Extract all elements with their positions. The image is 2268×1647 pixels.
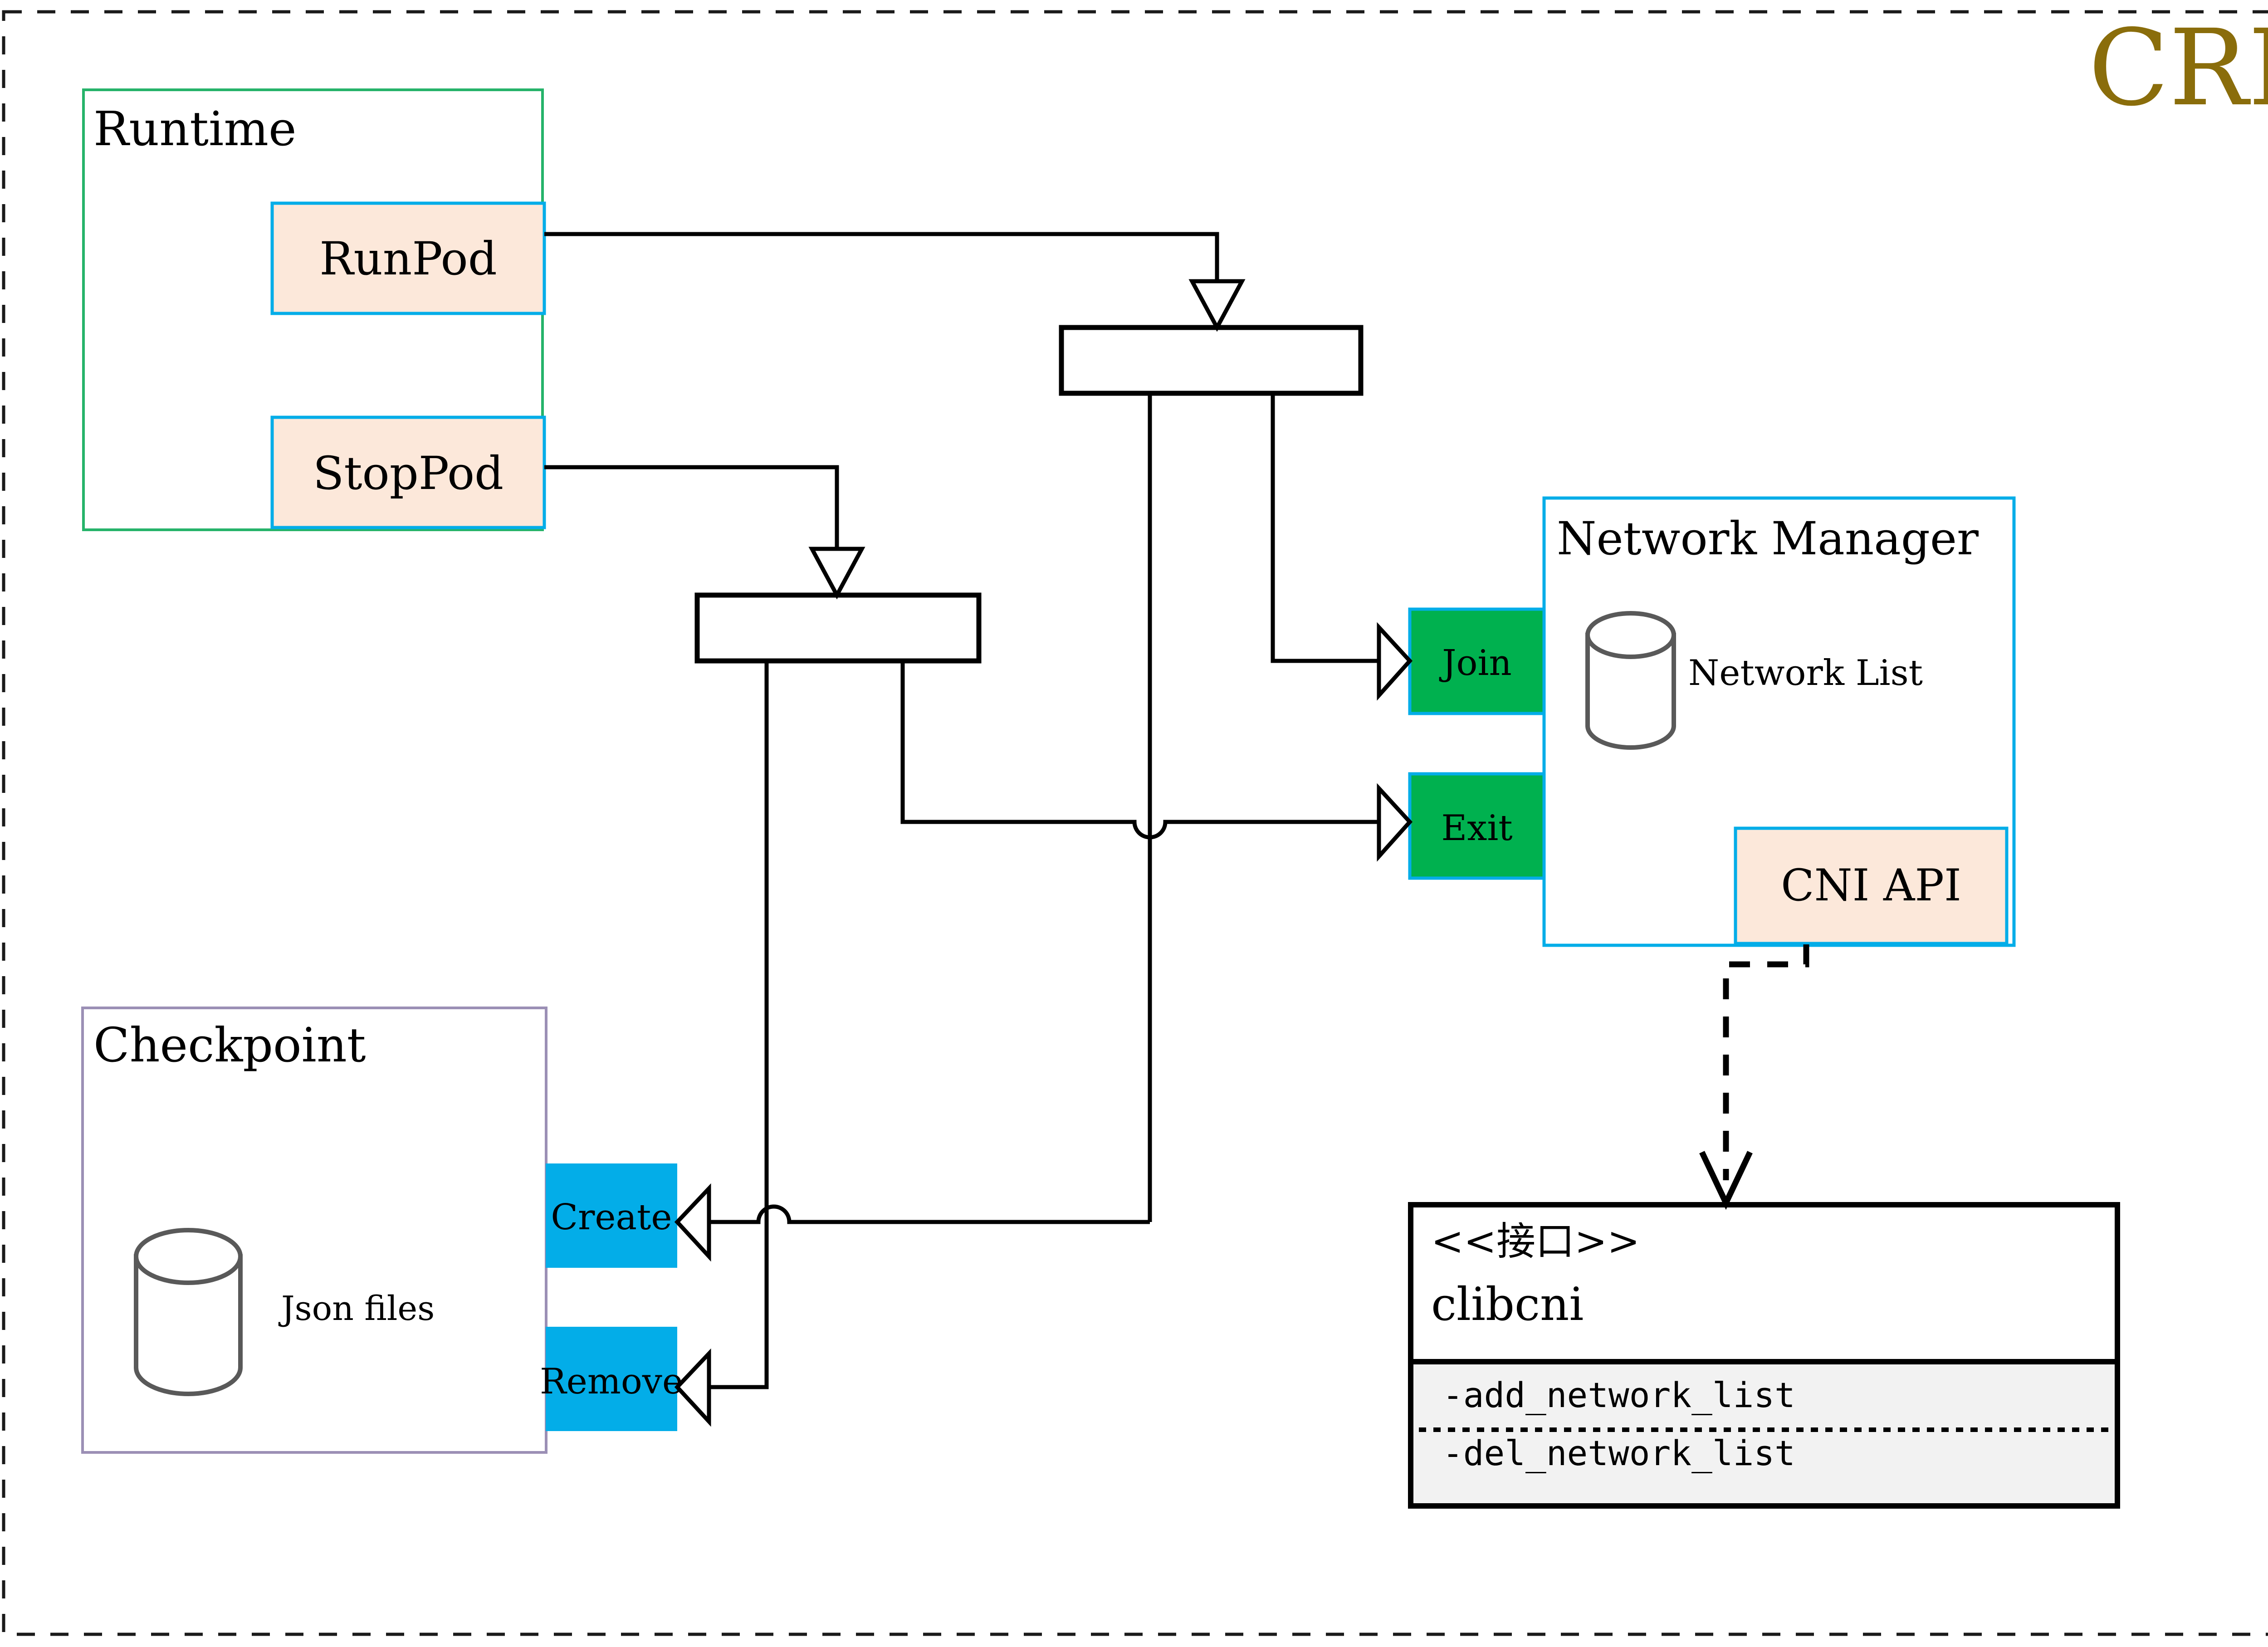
edge-stoppod-to-fork: [544, 465, 839, 550]
json-files-database-icon: [134, 1228, 243, 1396]
stoppod-label: StopPod: [313, 447, 503, 500]
arrowhead-clibcni-open-v: [1699, 1151, 1753, 1210]
clibcni-name: clibcni: [1431, 1278, 1584, 1331]
clibcni-method-0: -add_network_list: [1442, 1375, 1795, 1415]
stoppod-box[interactable]: [270, 415, 546, 529]
json-files-label: Json files: [278, 1289, 435, 1328]
exit-label: Exit: [1441, 808, 1512, 849]
network-list-database-icon: [1585, 611, 1676, 750]
remove-box[interactable]: [546, 1327, 677, 1431]
edge-cni-api-to-clibcni: [1723, 944, 1809, 1180]
arrowhead-stoppod-fork: [808, 547, 865, 600]
runpod-label: RunPod: [319, 232, 497, 285]
cni-api-label: CNI API: [1781, 860, 1961, 911]
network-manager-group-label: Network Manager: [1557, 512, 1979, 565]
exit-box[interactable]: [1408, 772, 1546, 880]
cni-api-box[interactable]: [1734, 826, 2009, 945]
clibcni-stereotype: <<接口>>: [1431, 1219, 1640, 1264]
network-list-label: Network List: [1688, 653, 1923, 694]
edge-fork-to-remove: [709, 661, 769, 1389]
stoppod-fork-bar: [694, 592, 982, 664]
arrowhead-exit: [1377, 783, 1413, 862]
edge-fork-to-exit: [900, 661, 1379, 840]
arrowhead-create: [674, 1183, 711, 1262]
join-label: Join: [1439, 643, 1511, 684]
clibcni-interface-outline: [1408, 1202, 2120, 1509]
network-manager-group-box: [1542, 496, 2016, 947]
edge-runpod-to-fork: [544, 232, 1219, 282]
clibcni-method-1: -del_network_list: [1442, 1433, 1795, 1473]
edge-fork-to-create-horizontal: [709, 1204, 1150, 1224]
join-box[interactable]: [1408, 607, 1546, 715]
create-box[interactable]: [546, 1163, 677, 1268]
arrowhead-join: [1377, 622, 1413, 701]
page-title: CRI: [2088, 7, 2268, 129]
checkpoint-group-label: Checkpoint: [93, 1017, 366, 1073]
create-label: Create: [551, 1197, 672, 1238]
runtime-group-label: Runtime: [93, 101, 296, 156]
runpod-fork-bar: [1059, 325, 1364, 396]
arrowhead-remove: [674, 1348, 711, 1427]
edge-fork-to-join: [1271, 393, 1379, 663]
runpod-box[interactable]: [270, 201, 546, 315]
outer-frame: [2, 10, 2268, 1636]
remove-label: Remove: [540, 1361, 683, 1402]
arrowhead-runpod-fork: [1188, 279, 1246, 332]
clibcni-methods-compartment: [1413, 1362, 2115, 1503]
